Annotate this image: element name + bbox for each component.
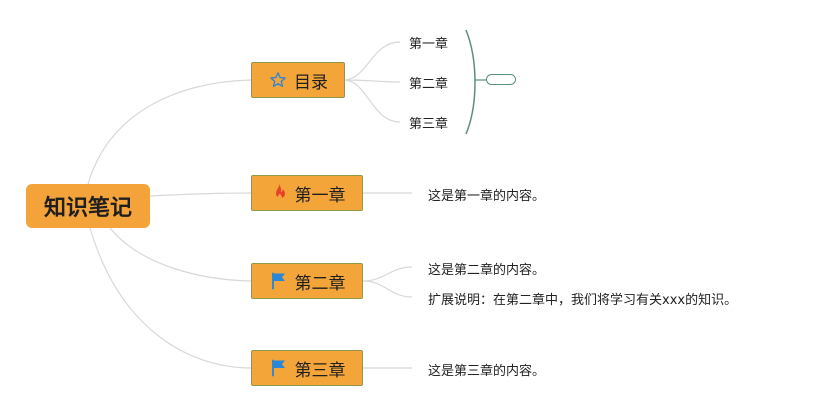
flag-icon — [269, 271, 289, 291]
connector-mulu-child3 — [344, 79, 401, 123]
connector-root-mulu — [87, 79, 252, 185]
root-topic-label: 知识笔记 — [43, 196, 132, 221]
topic-chapter-1-label: 第一章 — [294, 185, 346, 206]
root-topic[interactable]: 知识笔记 — [26, 184, 150, 228]
topic-chapter-2-label: 第二章 — [294, 273, 346, 294]
fire-icon — [269, 183, 289, 203]
mulu-child-1[interactable]: 第一章 — [409, 37, 449, 52]
chapter-3-note[interactable]: 这是第三章的内容。 — [428, 364, 546, 379]
summary-bracket — [465, 29, 476, 135]
star-icon — [268, 70, 288, 90]
topic-chapter-2[interactable]: 第二章 — [251, 263, 363, 299]
connector-mulu-child1 — [344, 41, 401, 81]
mulu-child-3[interactable]: 第三章 — [409, 117, 449, 132]
chapter-2-note-1[interactable]: 这是第二章的内容。 — [428, 263, 546, 278]
mulu-child-2[interactable]: 第二章 — [409, 77, 449, 92]
connector-ch2-note1 — [362, 266, 413, 282]
summary-node[interactable] — [486, 74, 516, 85]
topic-chapter-3-label: 第三章 — [294, 360, 346, 381]
chapter-1-note[interactable]: 这是第一章的内容。 — [428, 189, 546, 204]
topic-chapter-1[interactable]: 第一章 — [251, 175, 363, 211]
topic-chapter-3[interactable]: 第三章 — [251, 350, 363, 386]
connector-ch2-note2 — [362, 280, 413, 298]
connector-root-ch3 — [89, 227, 252, 369]
topic-mulu[interactable]: 目录 — [251, 62, 345, 98]
connector-root-ch1 — [149, 192, 252, 197]
chapter-2-note-2[interactable]: 扩展说明：在第二章中，我们将学习有关xxx的知识。 — [428, 293, 738, 308]
flag-icon — [269, 358, 289, 378]
topic-mulu-label: 目录 — [294, 72, 328, 93]
connector-mulu-child2 — [344, 79, 401, 83]
connector-root-ch2 — [109, 227, 252, 282]
